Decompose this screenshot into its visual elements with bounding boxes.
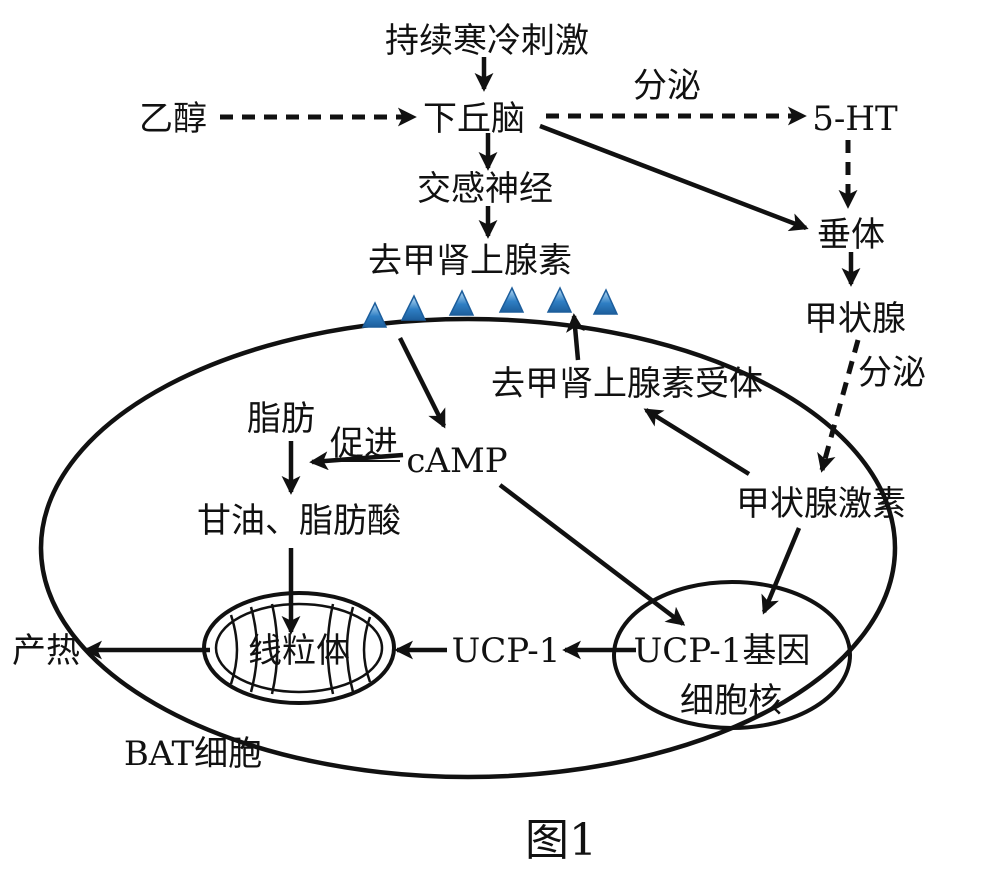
bat-cell-membrane <box>38 316 898 780</box>
promote-label: 促进 <box>330 424 398 464</box>
camp-label: cAMP <box>406 441 507 481</box>
thyroid-label: 甲状腺 <box>804 299 906 339</box>
secrete-top-label: 分泌 <box>633 66 701 106</box>
receptor-group <box>361 286 619 328</box>
receptor-icon <box>498 286 525 313</box>
mitochondria-label: 线粒体 <box>248 631 350 671</box>
figure-caption: 图1 <box>525 815 597 866</box>
secrete-right-label: 分泌 <box>858 353 926 393</box>
nucleus-membrane <box>612 580 852 730</box>
cold-stimulus-label: 持续寒冷刺激 <box>385 21 589 61</box>
solid-arrows <box>83 57 861 660</box>
receptor-icon <box>361 301 388 328</box>
fat-label: 脂肪 <box>247 399 315 439</box>
receptor-icon <box>546 286 573 313</box>
ne-receptor-label: 去甲肾上腺素受体 <box>491 364 763 404</box>
bat-cell-label: BAT细胞 <box>124 734 262 774</box>
ucp1-label: UCP-1 <box>452 631 561 671</box>
dashed-arrows <box>220 106 861 473</box>
ethanol-label: 乙醇 <box>139 99 207 139</box>
norepinephrine-label: 去甲肾上腺素 <box>368 241 572 281</box>
receptor-icon <box>448 289 475 316</box>
thyroid-hormone-label: 甲状腺激素 <box>736 484 906 524</box>
receptor-icon <box>400 294 427 321</box>
hypothalamus-label: 下丘脑 <box>423 99 525 139</box>
heat-production-label: 产热 <box>12 631 80 671</box>
serotonin-label: 5-HT <box>812 99 898 139</box>
receptor-icon <box>592 288 619 315</box>
sympathetic-nerve-label: 交感神经 <box>417 169 553 209</box>
ucp1-gene-label: UCP-1基因 <box>634 631 811 671</box>
glycerol-fatty-acid-label: 甘油、脂肪酸 <box>197 501 401 541</box>
pituitary-label: 垂体 <box>817 215 885 255</box>
nucleus-label: 细胞核 <box>680 681 782 721</box>
